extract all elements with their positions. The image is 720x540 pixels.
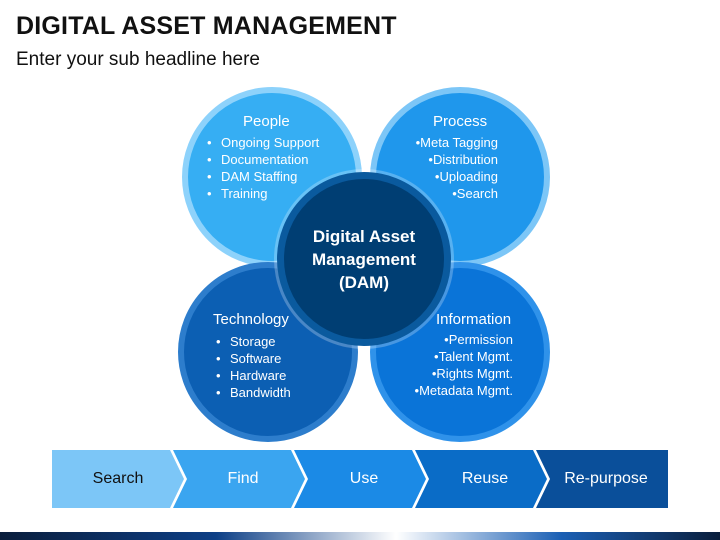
flow-step-label: Find [227,470,259,487]
information-item: Rights Mgmt. [405,365,513,382]
process-item: Distribution [406,151,498,168]
information-item: Metadata Mgmt. [405,382,513,399]
technology-title: Technology [213,311,289,328]
process-item: Uploading [406,168,498,185]
information-item: Talent Mgmt. [405,348,513,365]
people-item: Documentation [207,151,319,168]
flow-step-use: Use [294,450,426,508]
flow-step-reuse: Reuse [415,450,547,508]
information-item: Permission [405,331,513,348]
technology-item: Software [216,350,291,367]
people-title: People [243,113,290,130]
information-list: Permission Talent Mgmt. Rights Mgmt. Met… [405,331,513,399]
slide-title: DIGITAL ASSET MANAGEMENT [16,12,397,40]
flow-step-search: Search [52,450,184,508]
process-title: Process [433,113,488,130]
footer-bar [0,532,720,540]
center-label: Digital Asset Management (DAM) [312,226,416,292]
center-circle: Digital Asset Management (DAM) [277,172,451,346]
slide-subtitle: Enter your sub headline here [16,49,260,70]
flow-step-find: Find [173,450,305,508]
process-list: Meta Tagging Distribution Uploading Sear… [406,134,498,202]
people-item: Training [207,185,319,202]
technology-item: Hardware [216,367,291,384]
technology-item: Bandwidth [216,384,291,401]
process-item: Meta Tagging [406,134,498,151]
people-list: Ongoing Support Documentation DAM Staffi… [207,134,319,202]
people-item: Ongoing Support [207,134,319,151]
flow-step-label: Reuse [461,470,509,487]
process-flow: Search Find Use Reuse Re-purpose [52,450,668,508]
flow-step-label: Re-purpose [564,470,648,487]
flow-step-repurpose: Re-purpose [536,450,668,508]
technology-list: Storage Software Hardware Bandwidth [216,333,291,401]
process-item: Search [406,185,498,202]
information-title: Information [436,311,512,328]
flow-step-label: Search [92,470,144,487]
technology-item: Storage [216,333,291,350]
flow-step-label: Use [349,470,379,487]
people-item: DAM Staffing [207,168,319,185]
